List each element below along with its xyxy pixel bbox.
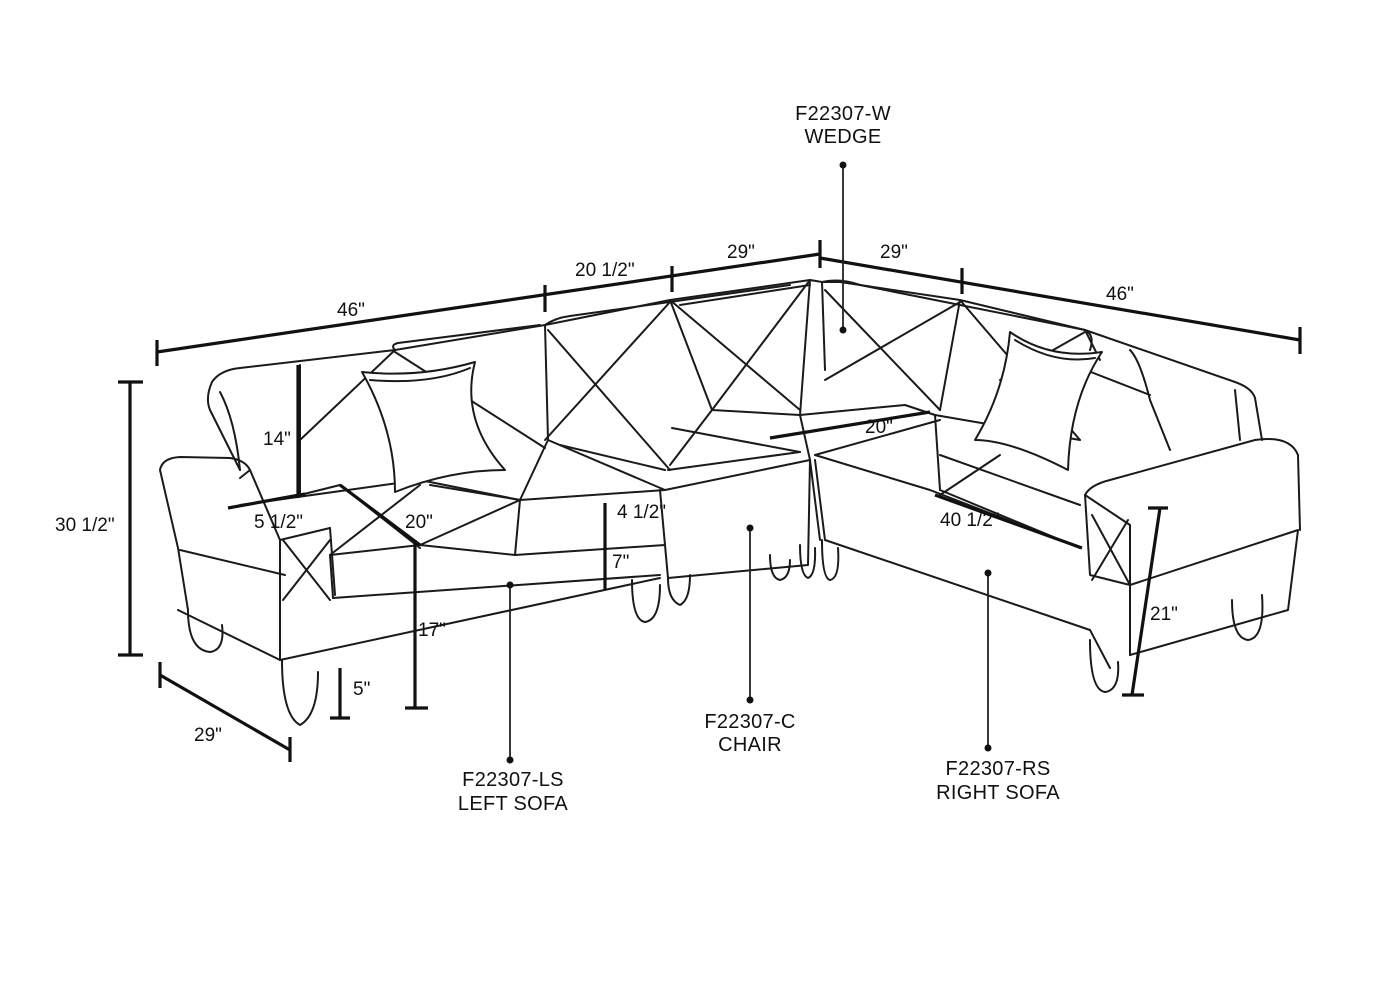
dimension-lines bbox=[118, 240, 1302, 762]
chair-code: F22307-C bbox=[704, 711, 795, 733]
dim-mid-width: 20 1/2" bbox=[575, 260, 635, 281]
dim-total-height: 30 1/2" bbox=[55, 515, 115, 536]
dim-seat-width-right: 40 1/2" bbox=[940, 510, 1000, 531]
wedge-name: WEDGE bbox=[804, 126, 881, 148]
dim-left-width: 46" bbox=[337, 300, 365, 321]
dim-depth: 29" bbox=[194, 725, 222, 746]
dim-leg-height: 5" bbox=[353, 679, 370, 700]
dim-seat-height: 17" bbox=[418, 620, 446, 641]
left-sofa-code: F22307-LS bbox=[462, 769, 564, 791]
right-sofa-code: F22307-RS bbox=[946, 758, 1051, 780]
dim-base-height: 7" bbox=[612, 552, 629, 573]
right-sofa-name: RIGHT SOFA bbox=[936, 782, 1060, 804]
dim-chair-width: 29" bbox=[727, 242, 755, 263]
wedge-code: F22307-W bbox=[795, 103, 891, 125]
dimension-labels: 46" 20 1/2" 29" 29" 46" 30 1/2" 14" 5 1/… bbox=[55, 242, 1178, 746]
dim-seat-depth-right: 20" bbox=[865, 417, 893, 438]
part-labels: F22307-W WEDGE F22307-C CHAIR F22307-LS … bbox=[458, 103, 1060, 815]
dim-arm-width: 5 1/2" bbox=[254, 512, 303, 533]
left-sofa-name: LEFT SOFA bbox=[458, 793, 569, 815]
chair-name: CHAIR bbox=[718, 734, 782, 756]
sofa-outline bbox=[159, 279, 1301, 726]
dim-arm-height: 21" bbox=[1150, 604, 1178, 625]
dim-seat-depth-left: 20" bbox=[405, 512, 433, 533]
dim-cushion-thickness: 4 1/2" bbox=[617, 502, 666, 523]
dim-back-height: 14" bbox=[263, 429, 291, 450]
dim-wedge-width: 29" bbox=[880, 242, 908, 263]
leader-lines bbox=[506, 161, 992, 764]
dim-right-width: 46" bbox=[1106, 284, 1134, 305]
wedge-leader-dot bbox=[839, 161, 847, 169]
